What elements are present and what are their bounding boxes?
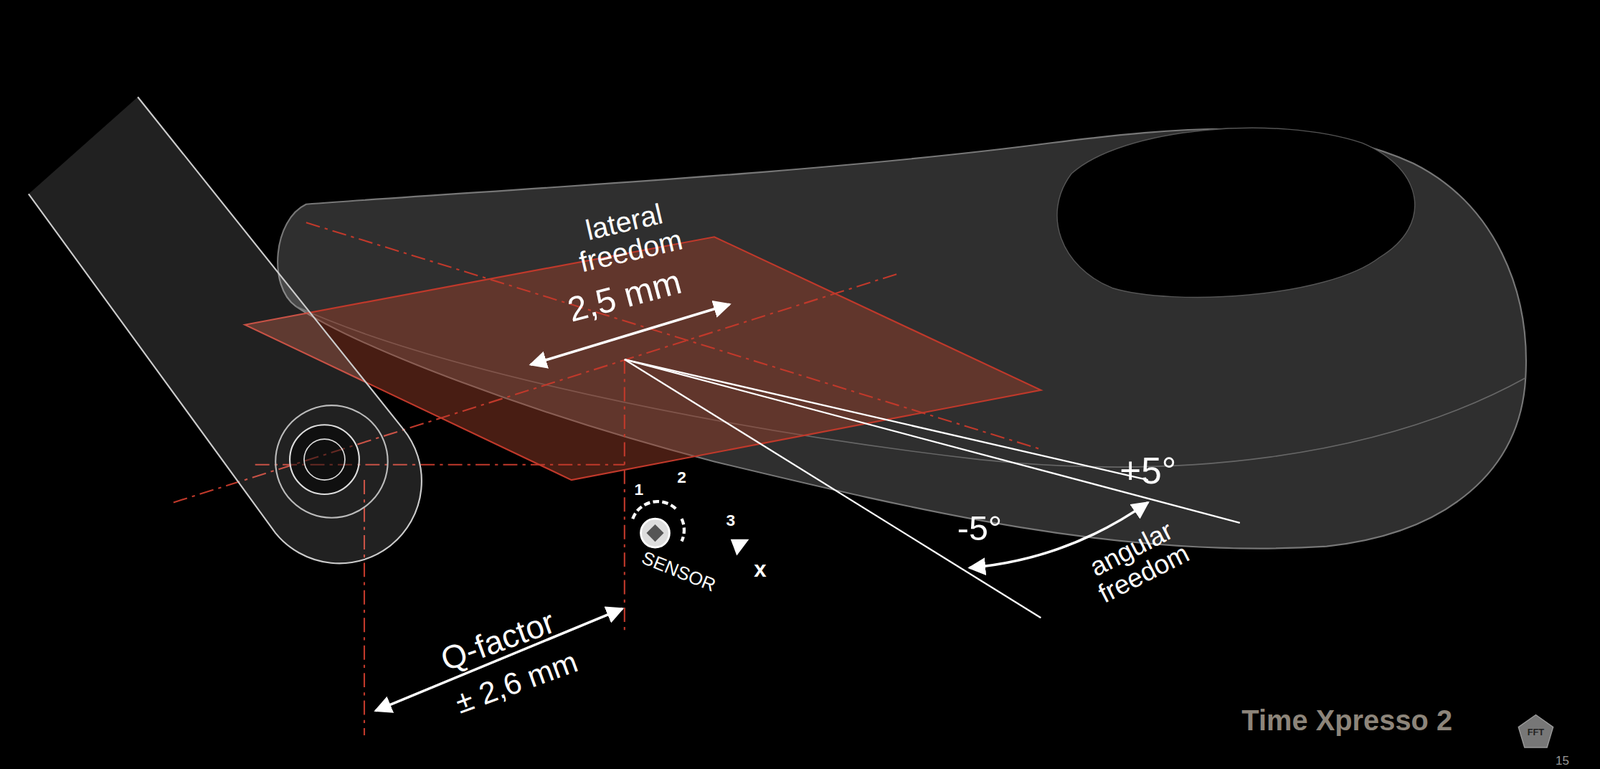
- axis-marker: x: [753, 557, 766, 581]
- fft-logo: [1518, 715, 1553, 749]
- heel-opening: [1057, 127, 1415, 297]
- position-number: 3: [725, 512, 736, 530]
- sensor-core: [646, 524, 664, 542]
- page-number: 15: [1555, 754, 1570, 768]
- axle-hole: [304, 438, 345, 480]
- axis-lines: [173, 222, 1041, 736]
- sensor-rotation-arc: [632, 501, 685, 541]
- angle-value: -5°: [957, 510, 1002, 548]
- sensor-label: SENSOR: [638, 547, 718, 595]
- sensor-arrowhead: [730, 539, 750, 556]
- axle-ring: [289, 424, 360, 495]
- product-name: Time Xpresso 2: [1241, 705, 1453, 736]
- position-number: 2: [677, 469, 687, 487]
- angle-lines: [624, 359, 1240, 618]
- axle-outer: [275, 405, 388, 518]
- position-number: 1: [633, 481, 644, 499]
- angle-value: +5°: [1119, 451, 1177, 490]
- crank-arm: [28, 96, 422, 563]
- sensor-icon: [641, 518, 670, 548]
- logo-text: FFT: [1527, 727, 1545, 738]
